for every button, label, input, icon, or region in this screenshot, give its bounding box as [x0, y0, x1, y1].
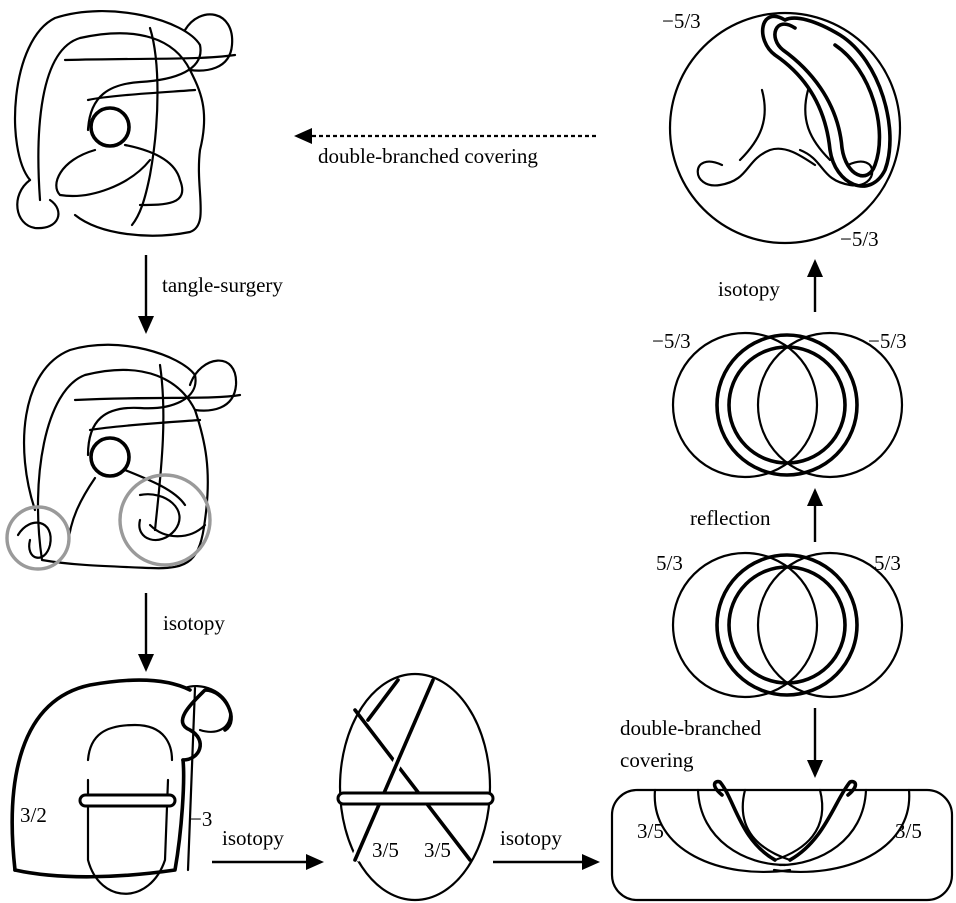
coef-box-left: 3/5 — [637, 819, 664, 843]
coef-lower-right-right: 5/3 — [874, 551, 901, 575]
arrow-isotopy-bottom-2 — [493, 854, 600, 870]
top-left-knot — [15, 11, 235, 236]
lower-right-link — [673, 553, 902, 697]
arrow-isotopy-right — [807, 259, 823, 312]
arrow-isotopy-bottom-1 — [212, 854, 324, 870]
mid-right-link — [673, 333, 902, 477]
arrow-reflection — [807, 488, 823, 542]
top-right-diagram — [670, 13, 900, 243]
coef-mid-right-left: −5/3 — [652, 329, 691, 353]
label-double-branched-top: double-branched covering — [318, 144, 538, 168]
arrow-tangle-surgery — [138, 255, 154, 334]
label-double-branched-right-1: double-branched — [620, 716, 762, 740]
coef-lower-right-left: 5/3 — [656, 551, 683, 575]
middle-left-knot — [7, 345, 240, 569]
label-isotopy-right: isotopy — [718, 277, 780, 301]
coef-oval-right: 3/5 — [424, 838, 451, 862]
bottom-left-diagram — [12, 680, 231, 894]
arrow-isotopy-left — [138, 593, 154, 672]
coef-top-right-upper: −5/3 — [662, 9, 701, 33]
dashed-arrow-covering — [294, 128, 596, 144]
arrow-double-branched-right — [807, 708, 823, 778]
coef-top-right-lower: −5/3 — [840, 227, 879, 251]
label-double-branched-right-2: covering — [620, 748, 694, 772]
coef-mid-right-right: −5/3 — [868, 329, 907, 353]
coef-bottom-left-left: 3/2 — [20, 803, 47, 827]
coef-bottom-left-right: −3 — [190, 807, 212, 831]
coef-oval-left: 3/5 — [372, 838, 399, 862]
label-tangle-surgery: tangle-surgery — [162, 273, 283, 297]
label-isotopy-left: isotopy — [163, 611, 225, 635]
label-isotopy-bottom-1: isotopy — [222, 826, 284, 850]
label-isotopy-bottom-2: isotopy — [500, 826, 562, 850]
label-reflection: reflection — [690, 506, 771, 530]
bottom-middle-oval — [338, 674, 493, 900]
coef-box-right: 3/5 — [895, 819, 922, 843]
